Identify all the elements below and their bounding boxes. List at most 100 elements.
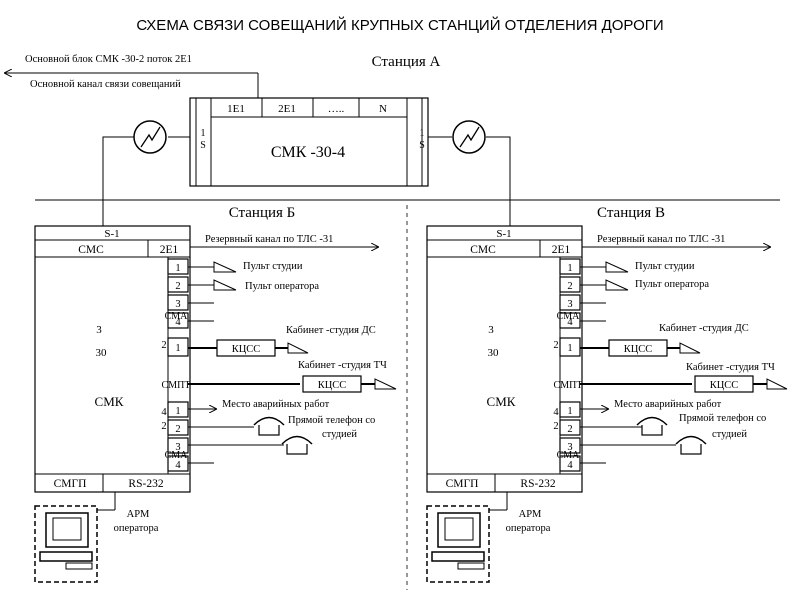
station-b-operator-console: Пульт оператора xyxy=(245,281,319,292)
station-a-right-port-top: 1 xyxy=(420,128,425,139)
station-v-port-c1: 1 xyxy=(567,406,572,417)
station-b-port-3: 3 xyxy=(175,299,180,310)
link-a-b-left xyxy=(102,136,134,226)
station-b-reserve-label: Резервный канал по ТЛС -31 xyxy=(205,234,333,245)
station-b-direct-phone: Прямой телефон со xyxy=(288,415,375,426)
station-b-rs232: RS-232 xyxy=(128,478,163,490)
station-b-kcss: КЦСС xyxy=(232,344,261,355)
station-v-cabinet-tch: Кабинет -студия ТЧ xyxy=(686,362,775,373)
station-b-e1: 2Е1 xyxy=(160,244,179,256)
station-a-frame xyxy=(189,97,429,187)
station-b-studio-console: Пульт студии xyxy=(243,261,303,272)
station-b-digit-1: 3 xyxy=(96,324,102,336)
station-b-kcss2: КЦСС xyxy=(318,380,347,391)
studio-console-icon xyxy=(605,261,629,273)
station-v-group4-a: 4 xyxy=(553,407,559,418)
phone-icon xyxy=(253,416,285,436)
station-b-port-c2: 2 xyxy=(175,424,180,435)
station-v-arm-frame xyxy=(426,505,490,583)
station-b-port-c1: 1 xyxy=(175,406,180,417)
station-v-frame xyxy=(426,225,583,493)
main-block-label: Основной блок СМК -30-2 поток 2Е1 xyxy=(25,54,192,65)
station-v-name: Станция В xyxy=(597,205,665,221)
main-channel-label: Основной канал связи совещаний xyxy=(30,79,181,90)
station-v-kcss: КЦСС xyxy=(624,344,653,355)
station-v-digit-1: 3 xyxy=(488,324,494,336)
station-a-name: Станция А xyxy=(372,54,441,70)
station-v-port-4: 4 xyxy=(567,317,573,328)
computer-icon xyxy=(39,512,93,570)
station-v-group2: 2 xyxy=(553,340,558,351)
station-v-group4-b: 2 xyxy=(553,421,558,432)
station-b-smgp: СМГП xyxy=(54,478,87,490)
station-a-cell-4: N xyxy=(379,103,387,115)
link-a-v-right xyxy=(486,136,511,226)
studio-tch-icon xyxy=(374,378,397,390)
station-v-e1: 2Е1 xyxy=(552,244,571,256)
station-a-cell-3: ….. xyxy=(328,103,345,115)
station-b: Станция Б S-1 СМС 2Е1 Резервный канал по… xyxy=(34,205,397,583)
station-v-cmpt: СМПТ xyxy=(554,380,583,391)
station-b-cma: СМА xyxy=(165,311,189,322)
station-v-direct-phone: Прямой телефон со xyxy=(679,413,766,424)
station-a-left-port-top: 1 xyxy=(201,128,206,139)
station-v-port-2: 2 xyxy=(567,281,572,292)
station-b-cma2: СМА xyxy=(165,450,189,461)
station-b-port-4: 4 xyxy=(175,317,181,328)
station-a-left-port-bottom: S xyxy=(200,140,206,151)
studio-tch-icon xyxy=(766,378,788,390)
station-b-port-1: 1 xyxy=(175,263,180,274)
station-v-cmc: СМС xyxy=(470,244,496,256)
station-a-device: 1Е1 2Е1 ….. N СМК -30-4 1 S 1 S xyxy=(189,97,429,187)
station-v-cabinet-ds: Кабинет -студия ДС xyxy=(659,323,749,334)
station-b-operator: оператора xyxy=(114,523,159,534)
station-b-cabinet-ds: Кабинет -студия ДС xyxy=(286,325,376,336)
station-b-group2: 2 xyxy=(161,340,166,351)
station-v-port-3: 3 xyxy=(567,299,572,310)
station-v-cma: СМА xyxy=(557,311,581,322)
station-v-rs232: RS-232 xyxy=(520,478,555,490)
station-b-arm-frame xyxy=(34,505,98,583)
studio-ds-icon xyxy=(679,342,701,354)
station-v-port-b1: 1 xyxy=(567,343,572,354)
station-b-name: Станция Б xyxy=(229,205,296,221)
operator-console-icon xyxy=(605,279,629,291)
station-v-emergency: Место аварийных работ xyxy=(614,399,722,410)
station-v-studio: студией xyxy=(712,429,747,440)
station-b-arm: АРМ xyxy=(127,509,150,520)
station-v-device-name: СМК xyxy=(487,394,516,409)
station-a-device-name: СМК -30-4 xyxy=(271,144,345,161)
computer-icon xyxy=(431,512,485,570)
phone-icon xyxy=(675,435,707,455)
station-v-operator: оператора xyxy=(506,523,551,534)
repeater-icon-right xyxy=(452,120,486,154)
station-v-cma2: СМА xyxy=(557,450,581,461)
station-b-studio: студией xyxy=(322,429,357,440)
station-b-cabinet-tch: Кабинет -студия ТЧ xyxy=(298,360,387,371)
station-b-digit-2: 30 xyxy=(96,347,108,359)
station-b-frame xyxy=(34,225,191,493)
station-v-operator-console: Пульт оператора xyxy=(635,279,709,290)
station-a-cell-1: 1Е1 xyxy=(227,103,245,115)
phone-icon xyxy=(636,416,668,436)
diagram-title: СХЕМА СВЯЗИ СОВЕЩАНИЙ КРУПНЫХ СТАНЦИЙ ОТ… xyxy=(136,16,663,34)
phone-icon xyxy=(281,435,313,455)
station-v-arm: АРМ xyxy=(519,509,542,520)
station-v-reserve-label: Резервный канал по ТЛС -31 xyxy=(597,234,725,245)
station-v-port-c3: 3 xyxy=(567,442,572,453)
station-b-port-2: 2 xyxy=(175,281,180,292)
station-v-s1: S-1 xyxy=(496,228,511,240)
station-v-studio-console: Пульт студии xyxy=(635,261,695,272)
station-v-port-c4: 4 xyxy=(567,460,573,471)
station-v-kcss2: КЦСС xyxy=(710,380,739,391)
station-v-port-c2: 2 xyxy=(567,424,572,435)
station-a-right-port-bottom: S xyxy=(419,140,425,151)
station-b-group4-b: 2 xyxy=(161,421,166,432)
station-b-cmpt: СМПТ xyxy=(162,380,191,391)
station-b-cmc: СМС xyxy=(78,244,104,256)
studio-console-icon xyxy=(213,261,237,273)
station-a-cell-2: 2Е1 xyxy=(278,103,296,115)
station-b-device-name: СМК xyxy=(95,394,124,409)
operator-console-icon xyxy=(213,279,237,291)
